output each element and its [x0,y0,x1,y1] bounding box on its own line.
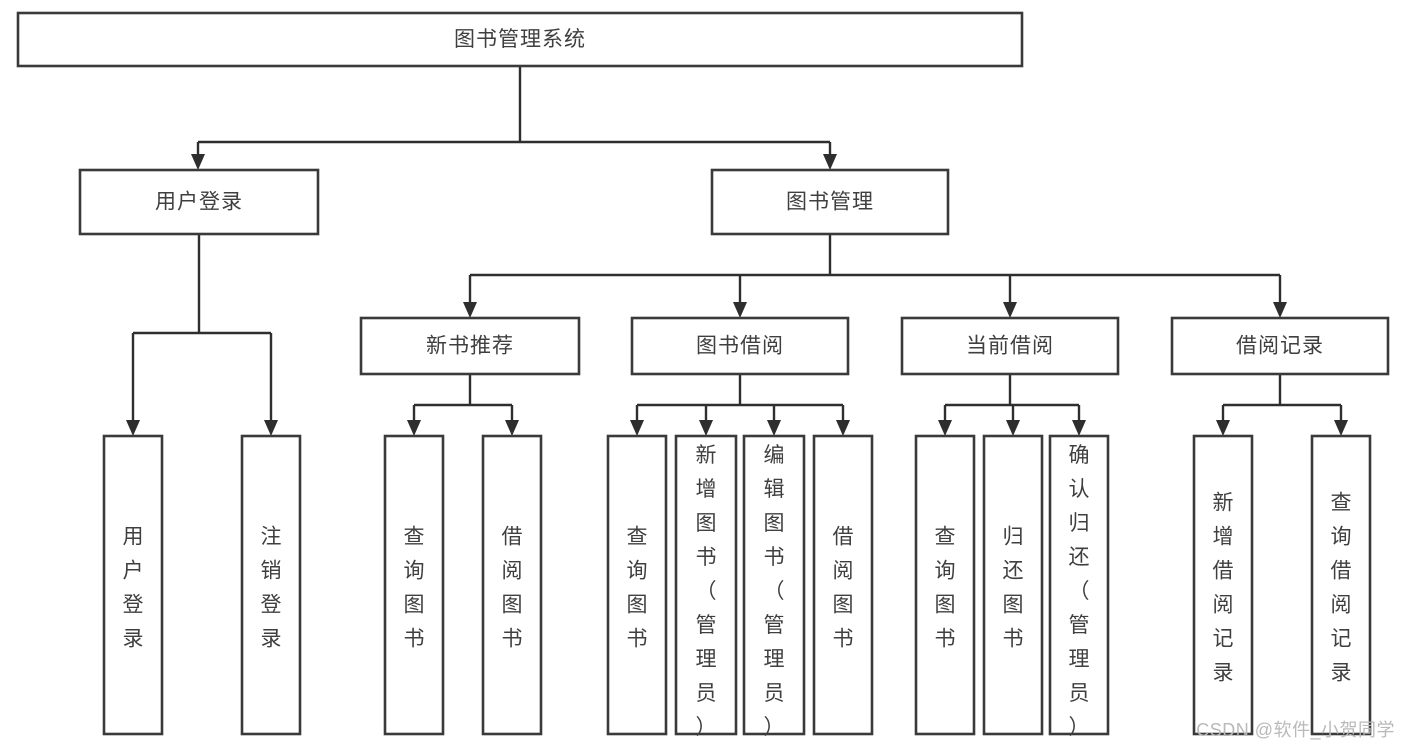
node-leaf-query-book-3[interactable]: 查询图书 [914,434,976,736]
node-leaf-return-book[interactable]: 归还图书 [982,434,1044,736]
node-label-leaf-query-record: 查询借阅记录 [1331,492,1352,685]
node-label-new-book-rec: 新书推荐 [426,335,514,358]
arrow-head-icon [1003,302,1017,318]
connector-layer [126,66,1348,436]
arrow-head-icon [630,420,644,436]
arrow-head-icon [823,154,837,170]
arrow-head-icon [699,420,713,436]
arrow-head-icon [505,420,519,436]
node-label-leaf-user-login: 用户登录 [123,526,144,651]
node-box-leaf-query-record [1310,434,1372,736]
node-leaf-query-book-2[interactable]: 查询图书 [606,434,668,736]
node-borrow-record[interactable]: 借阅记录 [1170,316,1390,376]
node-new-book-rec[interactable]: 新书推荐 [359,316,581,376]
node-box-borrow-record [1170,316,1390,376]
node-leaf-edit-book[interactable]: 编辑图书（管理员） [742,434,806,739]
node-leaf-borrow-book-1[interactable]: 借阅图书 [481,434,543,736]
node-box-leaf-query-book-3 [914,434,976,736]
node-label-book-borrow: 图书借阅 [696,335,784,358]
node-root[interactable]: 图书管理系统 [16,11,1024,68]
connector-line [945,374,1079,407]
node-leaf-add-book[interactable]: 新增图书（管理员） [674,434,738,739]
arrow-head-icon [1216,420,1230,436]
node-current-borrow[interactable]: 当前借阅 [900,316,1120,376]
node-layer: 图书管理系统用户登录图书管理新书推荐图书借阅当前借阅借阅记录用户登录注销登录查询… [16,11,1390,739]
node-box-book-borrow [630,316,850,376]
arrow-head-icon [836,420,850,436]
arrow-head-icon [938,420,952,436]
node-label-leaf-borrow-book-2: 借阅图书 [833,526,854,651]
csdn-watermark: CSDN @软件_小贺同学 [1196,720,1395,740]
node-box-current-borrow [900,316,1120,376]
node-label-leaf-edit-book: 编辑图书（管理员） [764,444,785,739]
node-label-leaf-borrow-book-1: 借阅图书 [502,526,523,651]
connector-line [133,234,271,335]
arrow-head-icon [1006,420,1020,436]
node-leaf-borrow-book-2[interactable]: 借阅图书 [812,434,874,736]
node-box-book-manage [710,168,950,236]
node-label-leaf-query-book-1: 查询图书 [404,526,425,651]
connector-line [1223,374,1341,407]
node-box-user-login [78,168,320,236]
node-box-leaf-confirm-return [1048,434,1110,736]
node-leaf-confirm-return[interactable]: 确认归还（管理员） [1048,434,1110,739]
node-leaf-query-book-1[interactable]: 查询图书 [383,434,445,736]
node-leaf-user-login[interactable]: 用户登录 [102,434,164,736]
node-box-leaf-edit-book [742,434,806,736]
connector-line [414,374,512,407]
node-box-leaf-borrow-book-1 [481,434,543,736]
node-label-leaf-query-book-3: 查询图书 [935,526,956,651]
node-box-leaf-add-record [1192,434,1254,736]
node-box-leaf-borrow-book-2 [812,434,874,736]
node-box-leaf-user-logout [240,434,302,736]
node-box-leaf-add-book [674,434,738,736]
node-box-leaf-user-login [102,434,164,736]
arrow-head-icon [1334,420,1348,436]
arrow-head-icon [463,302,477,318]
node-box-new-book-rec [359,316,581,376]
arrow-head-icon [264,420,278,436]
node-box-leaf-query-book-1 [383,434,445,736]
connector-line [470,234,1280,277]
node-label-root: 图书管理系统 [454,28,586,51]
node-user-login[interactable]: 用户登录 [78,168,320,236]
node-label-user-login: 用户登录 [155,191,243,214]
node-label-borrow-record: 借阅记录 [1236,335,1324,358]
node-label-leaf-confirm-return: 确认归还（管理员） [1069,444,1090,739]
connector-line [637,374,843,407]
node-leaf-add-record[interactable]: 新增借阅记录 [1192,434,1254,736]
node-label-leaf-return-book: 归还图书 [1003,526,1024,651]
connector-line [198,66,830,144]
node-book-borrow[interactable]: 图书借阅 [630,316,850,376]
node-label-leaf-query-book-2: 查询图书 [627,526,648,651]
node-leaf-user-logout[interactable]: 注销登录 [240,434,302,736]
arrow-head-icon [767,420,781,436]
node-leaf-query-record[interactable]: 查询借阅记录 [1310,434,1372,736]
node-label-leaf-user-logout: 注销登录 [261,526,282,651]
arrow-head-icon [1072,420,1086,436]
node-box-root [16,11,1024,68]
node-label-leaf-add-record: 新增借阅记录 [1213,492,1234,685]
node-book-manage[interactable]: 图书管理 [710,168,950,236]
node-label-book-manage: 图书管理 [786,191,874,214]
arrow-head-icon [733,302,747,318]
node-box-leaf-query-book-2 [606,434,668,736]
arrow-head-icon [191,154,205,170]
arrow-head-icon [126,420,140,436]
arrow-head-icon [1273,302,1287,318]
node-label-current-borrow: 当前借阅 [966,335,1054,358]
arrow-head-icon [407,420,421,436]
node-label-leaf-add-book: 新增图书（管理员） [696,444,717,739]
node-box-leaf-return-book [982,434,1044,736]
